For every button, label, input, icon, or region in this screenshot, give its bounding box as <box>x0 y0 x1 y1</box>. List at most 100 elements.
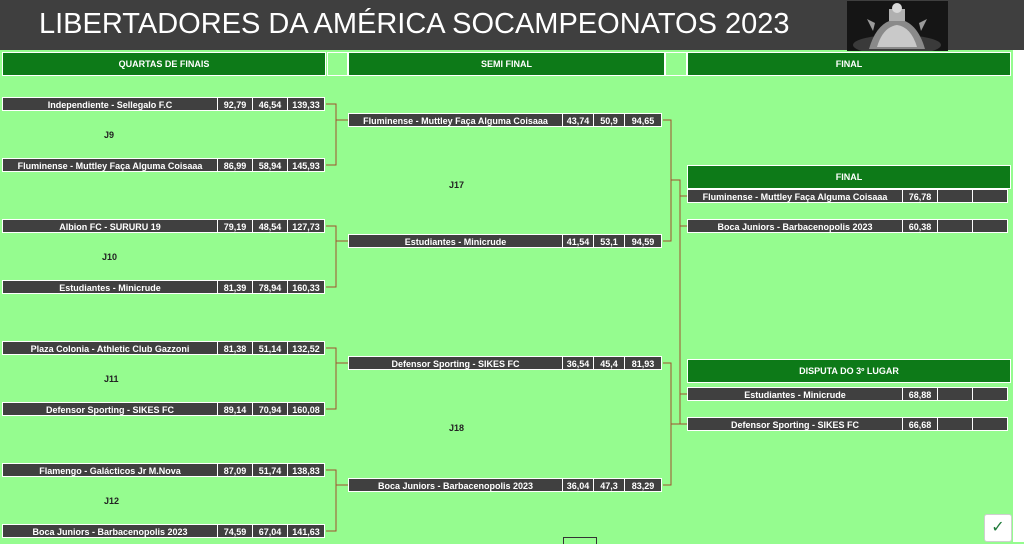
team-name: Defensor Sporting - SIKES FC <box>2 402 218 416</box>
score: 68,88 <box>902 387 938 401</box>
match-label: J12 <box>104 496 120 506</box>
score-2: 47,3 <box>593 478 625 492</box>
team-name: Fluminense - Muttley Faça Alguma Coisaaa <box>687 189 903 203</box>
score-1: 86,99 <box>217 158 253 172</box>
qf-row: Plaza Colonia - Athletic Club Gazzoni 81… <box>2 341 325 355</box>
match-label: J9 <box>104 130 115 140</box>
score-total: 127,73 <box>287 219 325 233</box>
score-2: 70,94 <box>252 402 288 416</box>
score-1: 36,54 <box>562 356 594 370</box>
sf-row: Estudiantes - Minicrude 41,54 53,1 94,59 <box>348 234 662 248</box>
score-1: 87,09 <box>217 463 253 477</box>
sf-row: Boca Juniors - Barbacenopolis 2023 36,04… <box>348 478 662 492</box>
score-2: 67,04 <box>252 524 288 538</box>
qf-row: Flamengo - Galácticos Jr M.Nova 87,09 51… <box>2 463 325 477</box>
third-place-row: Estudiantes - Minicrude 68,88 <box>687 387 1008 401</box>
trophy-image <box>847 1 948 51</box>
header-quartas: QUARTAS DE FINAIS <box>2 52 326 76</box>
team-name: Albion FC - SURURU 19 <box>2 219 218 233</box>
header-gap-2 <box>665 52 687 76</box>
qf-row: Albion FC - SURURU 19 79,19 48,54 127,73 <box>2 219 325 233</box>
score-total: 94,65 <box>624 113 662 127</box>
score-total: 132,52 <box>287 341 325 355</box>
final-box-header: FINAL <box>687 165 1011 189</box>
team-name: Defensor Sporting - SIKES FC <box>348 356 563 370</box>
check-icon[interactable]: ✓ <box>984 514 1012 542</box>
score-1: 81,39 <box>217 280 253 294</box>
score-total: 145,93 <box>287 158 325 172</box>
team-name: Independiente - Sellegalo F.C <box>2 97 218 111</box>
empty-cell <box>972 417 1008 431</box>
qf-row: Boca Juniors - Barbacenopolis 2023 74,59… <box>2 524 325 538</box>
empty-cell <box>937 417 973 431</box>
score-2: 50,9 <box>593 113 625 127</box>
team-name: Estudiantes - Minicrude <box>687 387 903 401</box>
score-total: 94,59 <box>624 234 662 248</box>
team-name: Flamengo - Galácticos Jr M.Nova <box>2 463 218 477</box>
final-row: Boca Juniors - Barbacenopolis 2023 60,38 <box>687 219 1008 233</box>
team-name: Boca Juniors - Barbacenopolis 2023 <box>348 478 563 492</box>
team-name: Defensor Sporting - SIKES FC <box>687 417 903 431</box>
header-gap <box>327 52 348 76</box>
team-name: Estudiantes - Minicrude <box>2 280 218 294</box>
score-total: 160,08 <box>287 402 325 416</box>
score: 60,38 <box>902 219 938 233</box>
empty-cell <box>972 387 1008 401</box>
match-label: J11 <box>104 374 119 384</box>
score-2: 78,94 <box>252 280 288 294</box>
score-2: 48,54 <box>252 219 288 233</box>
empty-cell <box>972 219 1008 233</box>
score-2: 45,4 <box>593 356 625 370</box>
score-2: 46,54 <box>252 97 288 111</box>
score-1: 74,59 <box>217 524 253 538</box>
team-name: Fluminense - Muttley Faça Alguma Coisaaa <box>2 158 218 172</box>
page-title: LIBERTADORES DA AMÉRICA SOCAMPEONATOS 20… <box>39 8 790 40</box>
score-1: 43,74 <box>562 113 594 127</box>
selected-cell-marker[interactable] <box>563 537 597 544</box>
score-total: 83,29 <box>624 478 662 492</box>
score: 76,78 <box>902 189 938 203</box>
qf-row: Independiente - Sellegalo F.C 92,79 46,5… <box>2 97 325 111</box>
score-total: 138,83 <box>287 463 325 477</box>
header-semi: SEMI FINAL <box>348 52 665 76</box>
score-1: 89,14 <box>217 402 253 416</box>
empty-cell <box>972 189 1008 203</box>
sf-row: Defensor Sporting - SIKES FC 36,54 45,4 … <box>348 356 662 370</box>
score-1: 81,38 <box>217 341 253 355</box>
third-place-row: Defensor Sporting - SIKES FC 66,68 <box>687 417 1008 431</box>
empty-cell <box>937 219 973 233</box>
team-name: Boca Juniors - Barbacenopolis 2023 <box>687 219 903 233</box>
score-2: 51,74 <box>252 463 288 477</box>
qf-row: Fluminense - Muttley Faça Alguma Coisaaa… <box>2 158 325 172</box>
score-total: 160,33 <box>287 280 325 294</box>
sf-row: Fluminense - Muttley Faça Alguma Coisaaa… <box>348 113 662 127</box>
team-name: Boca Juniors - Barbacenopolis 2023 <box>2 524 218 538</box>
match-label: J18 <box>449 423 465 433</box>
team-name: Estudiantes - Minicrude <box>348 234 563 248</box>
empty-cell <box>937 387 973 401</box>
qf-row: Estudiantes - Minicrude 81,39 78,94 160,… <box>2 280 325 294</box>
final-row: Fluminense - Muttley Faça Alguma Coisaaa… <box>687 189 1008 203</box>
third-place-header: DISPUTA DO 3º LUGAR <box>687 359 1011 383</box>
match-label: J10 <box>102 252 118 262</box>
score-2: 51,14 <box>252 341 288 355</box>
score-total: 139,33 <box>287 97 325 111</box>
empty-cell <box>937 189 973 203</box>
score-total: 141,63 <box>287 524 325 538</box>
title-bar: LIBERTADORES DA AMÉRICA SOCAMPEONATOS 20… <box>0 0 1024 51</box>
scroll-margin <box>1013 50 1024 542</box>
score-1: 36,04 <box>562 478 594 492</box>
score-1: 41,54 <box>562 234 594 248</box>
team-name: Fluminense - Muttley Faça Alguma Coisaaa <box>348 113 563 127</box>
score-2: 53,1 <box>593 234 625 248</box>
team-name: Plaza Colonia - Athletic Club Gazzoni <box>2 341 218 355</box>
score: 66,68 <box>902 417 938 431</box>
score-1: 92,79 <box>217 97 253 111</box>
header-final: FINAL <box>687 52 1011 76</box>
match-label: J17 <box>449 180 465 190</box>
qf-row: Defensor Sporting - SIKES FC 89,14 70,94… <box>2 402 325 416</box>
score-2: 58,94 <box>252 158 288 172</box>
score-total: 81,93 <box>624 356 662 370</box>
score-1: 79,19 <box>217 219 253 233</box>
